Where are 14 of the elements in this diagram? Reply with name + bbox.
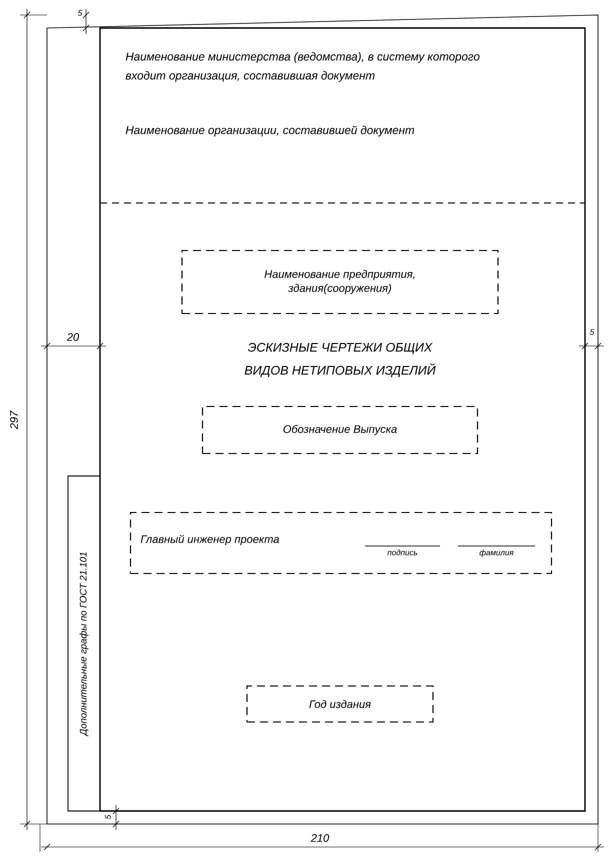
heading-text: Наименование министерства (ведомства), в систему которого входит организация, составившая документ <box>126 52 480 82</box>
dashed-box: Главный инженер проекта подпись фамилия <box>130 512 552 574</box>
dimension-label: 297 <box>10 410 18 430</box>
dimension-label: 5 <box>105 814 111 820</box>
heading-text: Наименование организации, составившей документ <box>126 126 414 136</box>
dimension-label: 210 <box>310 834 330 842</box>
dashed-box: Наименование предприятия, здания(сооружения) <box>181 250 499 314</box>
side-strip: Дополнительные графы по ГОСТ 21.101 <box>68 476 100 812</box>
dimension-label: 5 <box>78 10 82 16</box>
dimension-label: 20 <box>66 333 80 341</box>
dashed-box: Год издания <box>246 685 434 723</box>
title-text: ЭСКИЗНЫЕ ЧЕРТЕЖИ ОБЩИХ ВИДОВ НЕТИПОВЫХ ИЗДЕЛИЙ <box>244 342 436 378</box>
dimension-label: 5 <box>590 329 594 335</box>
dashed-box: Обозначение Выпуска <box>202 406 478 454</box>
